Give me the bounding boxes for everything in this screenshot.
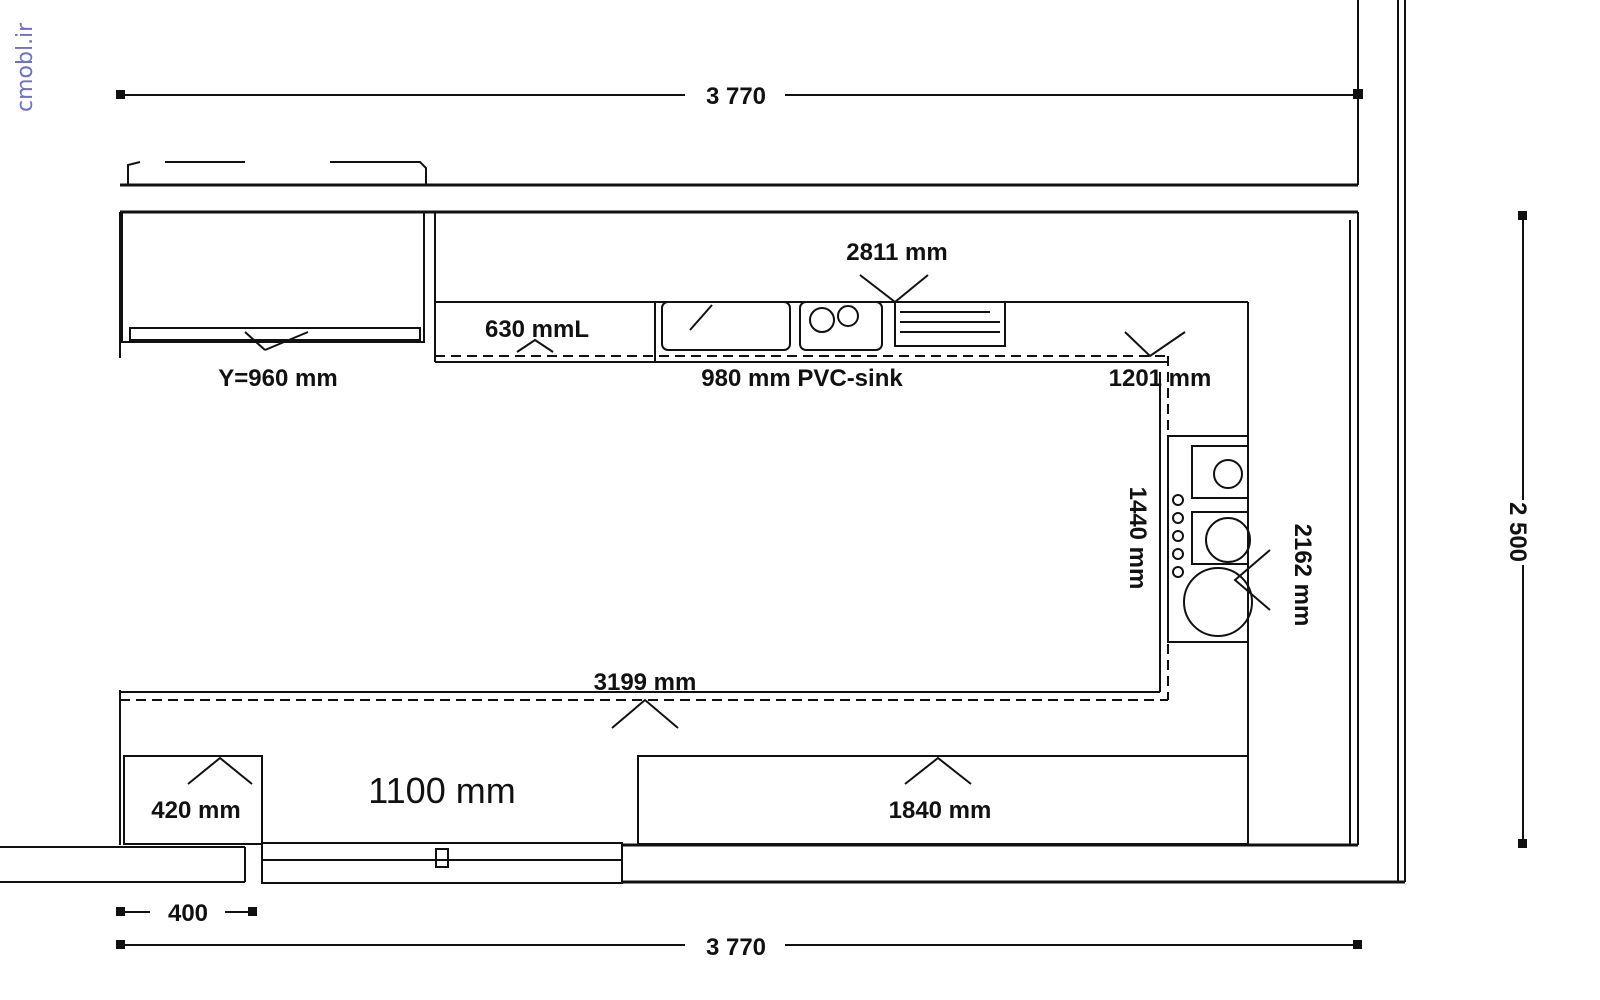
- dimension-lines: [120, 94, 1524, 946]
- bottom-width-dimension: 3 770: [706, 934, 766, 961]
- watermark: cmobl.ir: [13, 22, 38, 112]
- cabinet-1840-label: 1840 mm: [889, 797, 992, 824]
- counter-630-label: 630 mmL: [485, 316, 589, 343]
- y-height-label: Y=960 mm: [218, 365, 337, 392]
- door-offset-dimension: 400: [168, 900, 208, 927]
- fridge-unit: [121, 161, 427, 351]
- top-width-dimension: 3 770: [706, 83, 766, 110]
- cabinet-420-label: 420 mm: [151, 797, 240, 824]
- dimension-ticks: [116, 89, 1527, 949]
- door-width-dimension: 1100 mm: [368, 770, 515, 811]
- sink-label: 980 mm PVC-sink: [701, 365, 903, 392]
- door-threshold: [244, 842, 623, 884]
- top-run-label: 2811 mm: [846, 239, 947, 266]
- bottom-run-label: 3199 mm: [594, 669, 697, 696]
- sink: [661, 301, 1006, 351]
- stove: [1167, 435, 1253, 643]
- direction-markers: [187, 274, 1271, 785]
- corner-1201-label: 1201 mm: [1109, 365, 1212, 392]
- right-run-label: 2162 mm: [1289, 524, 1316, 627]
- right-height-dimension: 2 500: [1504, 502, 1531, 562]
- outer-walls: [0, 0, 1406, 884]
- stove-1440-label: 1440 mm: [1124, 487, 1151, 590]
- bottom-counter: [120, 372, 1249, 845]
